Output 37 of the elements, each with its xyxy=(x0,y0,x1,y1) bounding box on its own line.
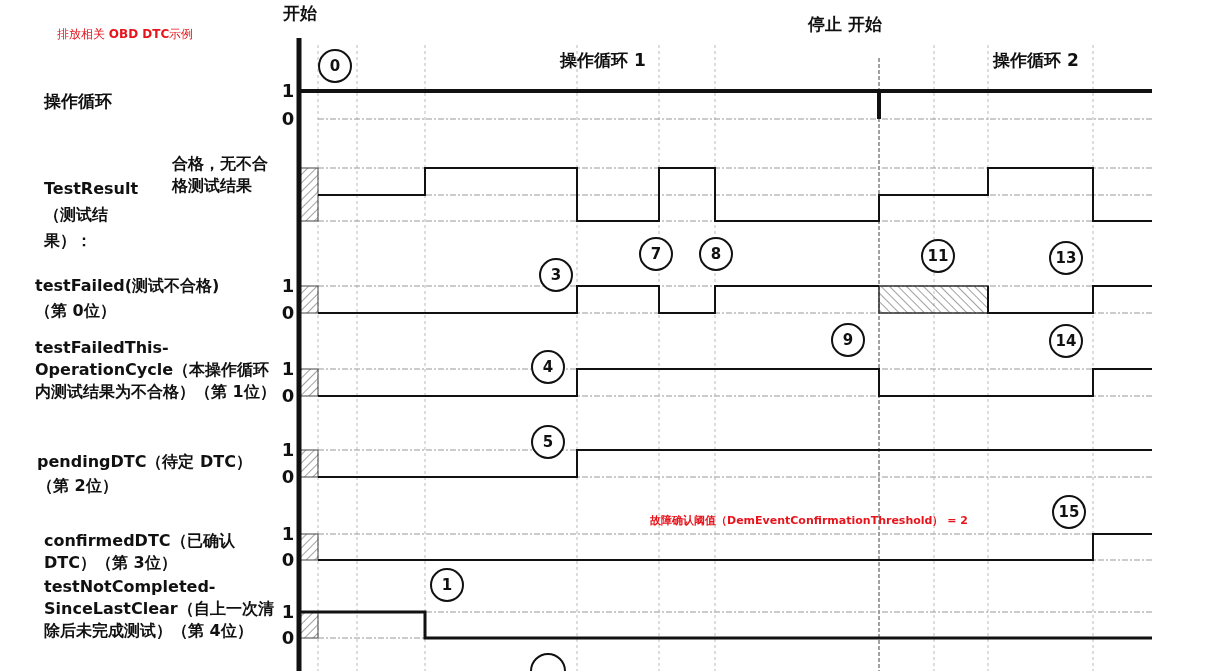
callout-number: 4 xyxy=(531,350,565,384)
signal-name: TestResult（测试结果）： xyxy=(44,178,140,252)
start-label: 开始 xyxy=(283,2,317,24)
threshold-note: 故障确认阈值（DemEventConfirmationThreshold） = 2 xyxy=(650,514,968,528)
level-label: 0 xyxy=(280,386,296,406)
level-label: 1 xyxy=(280,359,296,379)
callout-number: 11 xyxy=(921,239,955,273)
signal-name: testFailedThis-OperationCycle（本操作循环内测试结果为不合格）（第 1位） xyxy=(35,337,277,403)
cycle-label: 操作循环 1 xyxy=(560,49,646,71)
callout-number: 1 xyxy=(430,568,464,602)
signal-name: 操作循环 xyxy=(44,90,112,112)
stop-start-label: 停止 开始 xyxy=(808,13,882,35)
cycle-label: 操作循环 2 xyxy=(993,49,1079,71)
level-label: 1 xyxy=(280,524,296,544)
callout-number: 15 xyxy=(1052,495,1086,529)
callout-number: 0 xyxy=(318,49,352,83)
signal-name: testFailed(测试不合格)（第 0位） xyxy=(35,275,221,322)
level-label: 1 xyxy=(280,81,296,101)
signal-name: testNotCompleted-SinceLastClear（自上一次清除后未完成测试）（第 4位） xyxy=(44,576,275,642)
state-note: 合格，无不合格测试结果 xyxy=(172,153,269,197)
callout-number: 13 xyxy=(1049,241,1083,275)
level-label: 1 xyxy=(280,276,296,296)
callout-number: 3 xyxy=(539,258,573,292)
diagram-title: 排放相关 OBD DTC示例 xyxy=(57,26,194,43)
callout-number: 5 xyxy=(531,425,565,459)
level-label: 0 xyxy=(280,109,296,129)
callout-number: 14 xyxy=(1049,324,1083,358)
callout-number: 8 xyxy=(699,237,733,271)
level-label: 1 xyxy=(280,440,296,460)
level-label: 0 xyxy=(280,303,296,323)
level-label: 1 xyxy=(280,602,296,622)
level-label: 0 xyxy=(280,628,296,648)
signal-name: pendingDTC（待定 DTC）（第 2位） xyxy=(37,451,253,497)
level-label: 0 xyxy=(280,467,296,487)
level-label: 0 xyxy=(280,550,296,570)
callout-number: 7 xyxy=(639,237,673,271)
callout-number: 9 xyxy=(831,323,865,357)
